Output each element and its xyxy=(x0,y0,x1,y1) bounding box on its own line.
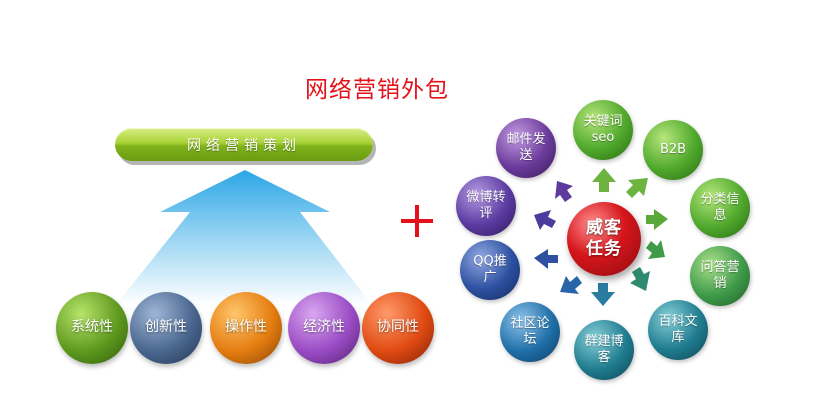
plus-icon xyxy=(401,205,433,237)
pillar-systematic: 系统性 xyxy=(56,292,128,364)
node-weibo-repost: 微博转评 xyxy=(456,176,516,236)
pillar-economy: 经济性 xyxy=(288,292,360,364)
node-community-forum: 社区论坛 xyxy=(500,302,560,362)
pillar-synergy: 协同性 xyxy=(362,292,434,364)
pillar-operability: 操作性 xyxy=(210,292,282,364)
node-qq-promotion: QQ推广 xyxy=(460,240,520,300)
strategy-bar: 网络营销策划 xyxy=(115,128,373,161)
center-label: 威客任务 xyxy=(586,217,622,259)
node-email-sending: 邮件发送 xyxy=(496,118,556,178)
node-classified-info: 分类信息 xyxy=(690,178,750,238)
center-node: 威客任务 xyxy=(567,202,641,276)
node-keyword-seo: 关键词seo xyxy=(573,100,633,160)
node-group-blogs: 群建博客 xyxy=(574,320,634,380)
pillar-label: 协同性 xyxy=(377,319,419,336)
pillar-innovative: 创新性 xyxy=(130,292,202,364)
node-b2b: B2B xyxy=(643,120,703,180)
node-qa-marketing: 问答营销 xyxy=(690,246,750,306)
pillar-label: 创新性 xyxy=(145,319,187,336)
pillar-label: 操作性 xyxy=(225,319,267,336)
pillar-label: 经济性 xyxy=(303,319,345,336)
node-encyclopedia-library: 百科文库 xyxy=(648,300,708,360)
pillar-label: 系统性 xyxy=(71,319,113,336)
diagram-title: 网络营销外包 xyxy=(305,77,449,103)
